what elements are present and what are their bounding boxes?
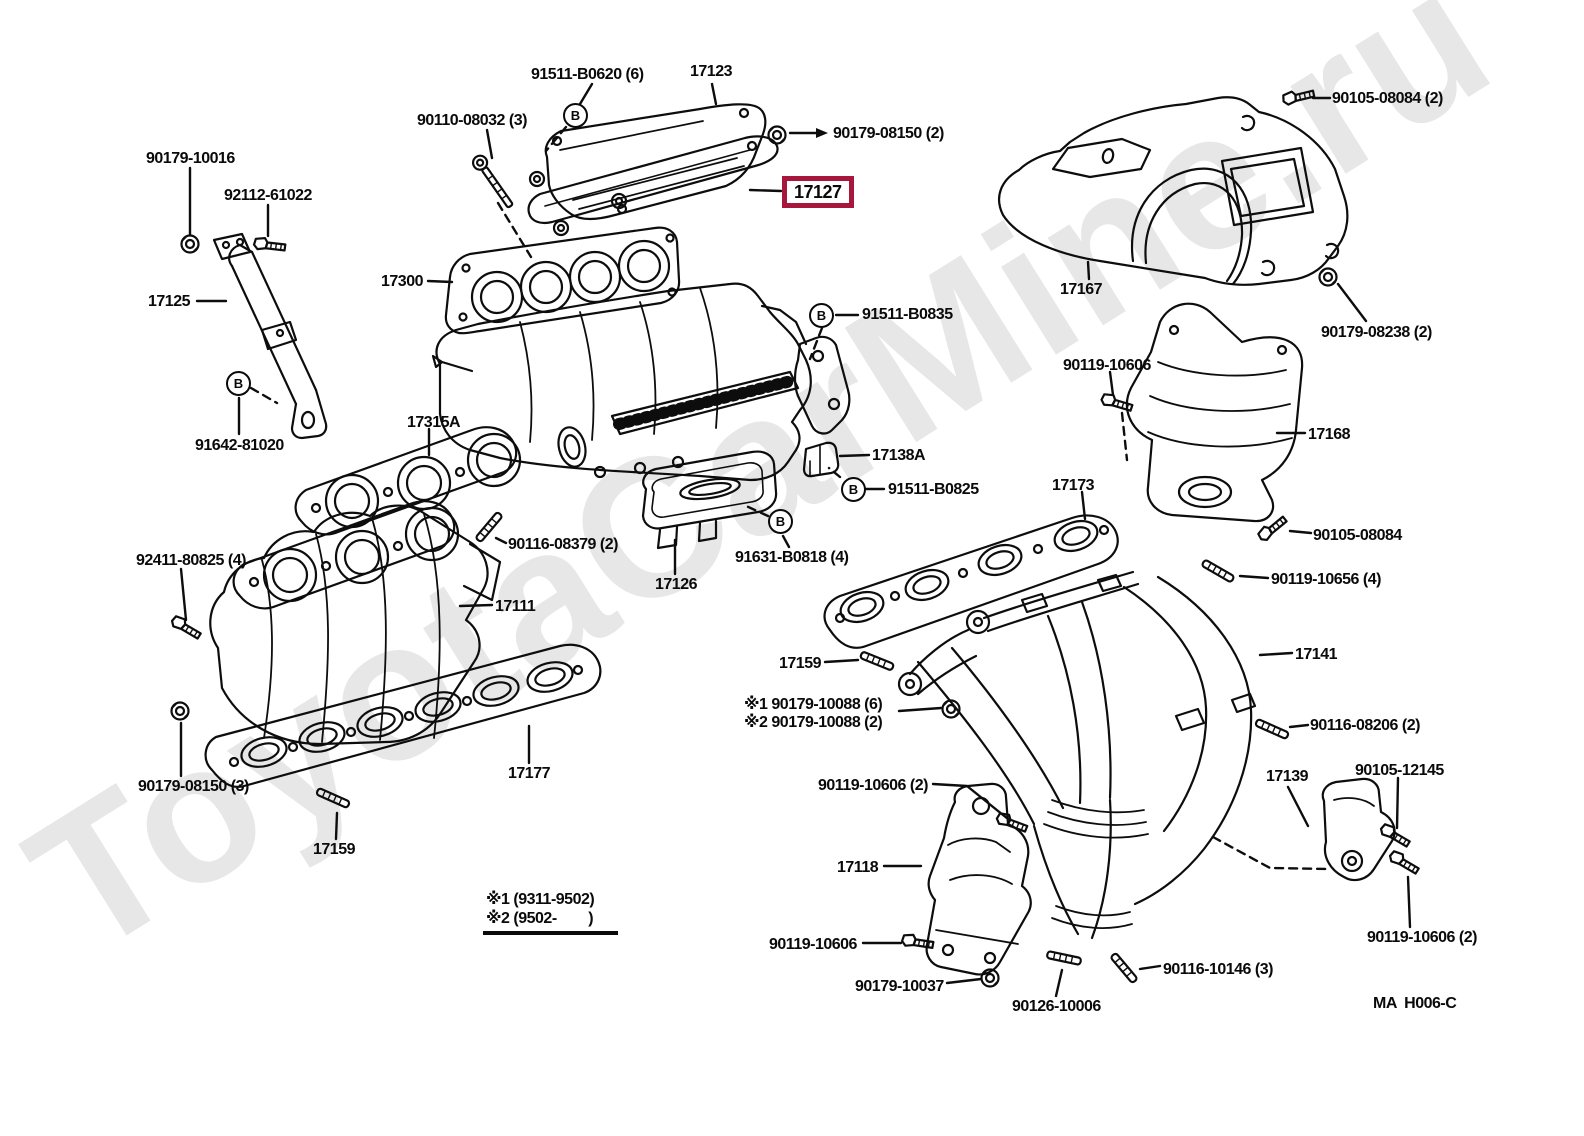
- part-label-17118: 17118: [837, 859, 879, 876]
- part-17177-gasket: [204, 643, 602, 788]
- callout-b-4: B: [841, 477, 866, 502]
- part-label-17167: 17167: [1060, 281, 1103, 298]
- part-17167-insulator: [998, 96, 1349, 286]
- part-label-17126: 17126: [655, 576, 698, 593]
- part-17127-gasket: [527, 135, 779, 237]
- part-label-90110-08032: 90110-08032 (3): [417, 112, 527, 129]
- part-label-90105-08084-2: 90105-08084 (2): [1332, 90, 1443, 107]
- part-label-90179-10016: 90179-10016: [146, 150, 235, 167]
- part-label-92411-80825: 92411-80825 (4): [136, 552, 246, 569]
- part-label-17159-bottom: 17159: [313, 841, 356, 858]
- part-17123-valve-cover: [544, 103, 767, 221]
- part-label-90126-10006: 90126-10006: [1012, 998, 1101, 1015]
- leader-lines: [179, 82, 1412, 998]
- part-17118-bracket: [925, 782, 1032, 976]
- callout-b-2: B: [226, 371, 251, 396]
- part-label-90105-08084: 90105-08084: [1313, 527, 1402, 544]
- part-label-17159-mid: 17159: [779, 655, 822, 672]
- part-label-90179-10037: 90179-10037: [855, 978, 944, 995]
- part-17168-insulator: [1125, 302, 1304, 523]
- part-label-17123: 17123: [690, 63, 733, 80]
- part-label-17139: 17139: [1266, 768, 1309, 785]
- part-label-17177: 17177: [508, 765, 551, 782]
- part-label-17300: 17300: [381, 273, 424, 290]
- part-17111-intake-manifold: [209, 504, 502, 746]
- part-label-90179-08238: 90179-08238 (2): [1321, 324, 1432, 341]
- part-label-90179-08150-3: 90179-08150 (3): [138, 778, 249, 795]
- part-label-92112-61022: 92112-61022: [224, 187, 312, 204]
- part-label-90119-10656: 90119-10656 (4): [1271, 571, 1381, 588]
- part-17138a-damper: [802, 441, 840, 478]
- part-17139-bracket: [1321, 777, 1396, 882]
- part-label-17315a: 17315A: [407, 414, 461, 431]
- part-17173-gasket: [823, 514, 1119, 649]
- part-label-17125: 17125: [148, 293, 191, 310]
- part-label-90119-10606-2-right: 90119-10606 (2): [1367, 929, 1477, 946]
- part-label-17173: 17173: [1052, 477, 1095, 494]
- part-17125-stay: [212, 232, 328, 440]
- part-label-90105-12145: 90105-12145: [1355, 762, 1444, 779]
- part-label-90116-08206: 90116-08206 (2): [1310, 717, 1420, 734]
- callout-b-1: B: [563, 103, 588, 128]
- part-label-17138a: 17138A: [872, 447, 926, 464]
- part-label-90179-10088-1: ※1 90179-10088 (6): [744, 696, 883, 713]
- part-label-91511-b0620: 91511-B0620 (6): [531, 66, 644, 83]
- part-17141-exhaust-manifold: [897, 570, 1257, 940]
- part-label-91511-b0825: 91511-B0825: [888, 481, 979, 498]
- part-label-17141: 17141: [1295, 646, 1338, 663]
- part-label-17168: 17168: [1308, 426, 1351, 443]
- selected-part-label: 17127: [782, 176, 854, 208]
- part-label-90119-10606-b: 90119-10606: [769, 936, 857, 953]
- callout-b-5: B: [768, 509, 793, 534]
- part-17300-intake-chamber: [431, 226, 851, 482]
- part-label-90179-08150-2: 90179-08150 (2): [833, 125, 944, 142]
- part-label-17111: 17111: [495, 598, 536, 615]
- part-label-90116-10146: 90116-10146 (3): [1163, 961, 1273, 978]
- part-label-90116-08379: 90116-08379 (2): [508, 536, 618, 553]
- part-label-90179-10088-2: ※2 90179-10088 (2): [744, 714, 883, 731]
- arrowhead: [816, 128, 828, 138]
- part-label-90119-10606-a: 90119-10606: [1063, 357, 1151, 374]
- part-label-91642-81020: 91642-81020: [195, 437, 284, 454]
- part-label-91511-b0835: 91511-B0835: [862, 306, 953, 323]
- notes-underline: [483, 931, 618, 935]
- note-range-1: ※1 (9311-9502): [486, 891, 595, 908]
- callout-b-3: B: [809, 303, 834, 328]
- part-label-90119-10606-2-left: 90119-10606 (2): [818, 777, 928, 794]
- note-range-2: ※2 (9502- ): [486, 910, 594, 927]
- part-label-91631-b0818: 91631-B0818 (4): [735, 549, 849, 566]
- page-code: MA H006-C: [1373, 995, 1457, 1012]
- part-17126-bracket: [641, 450, 778, 550]
